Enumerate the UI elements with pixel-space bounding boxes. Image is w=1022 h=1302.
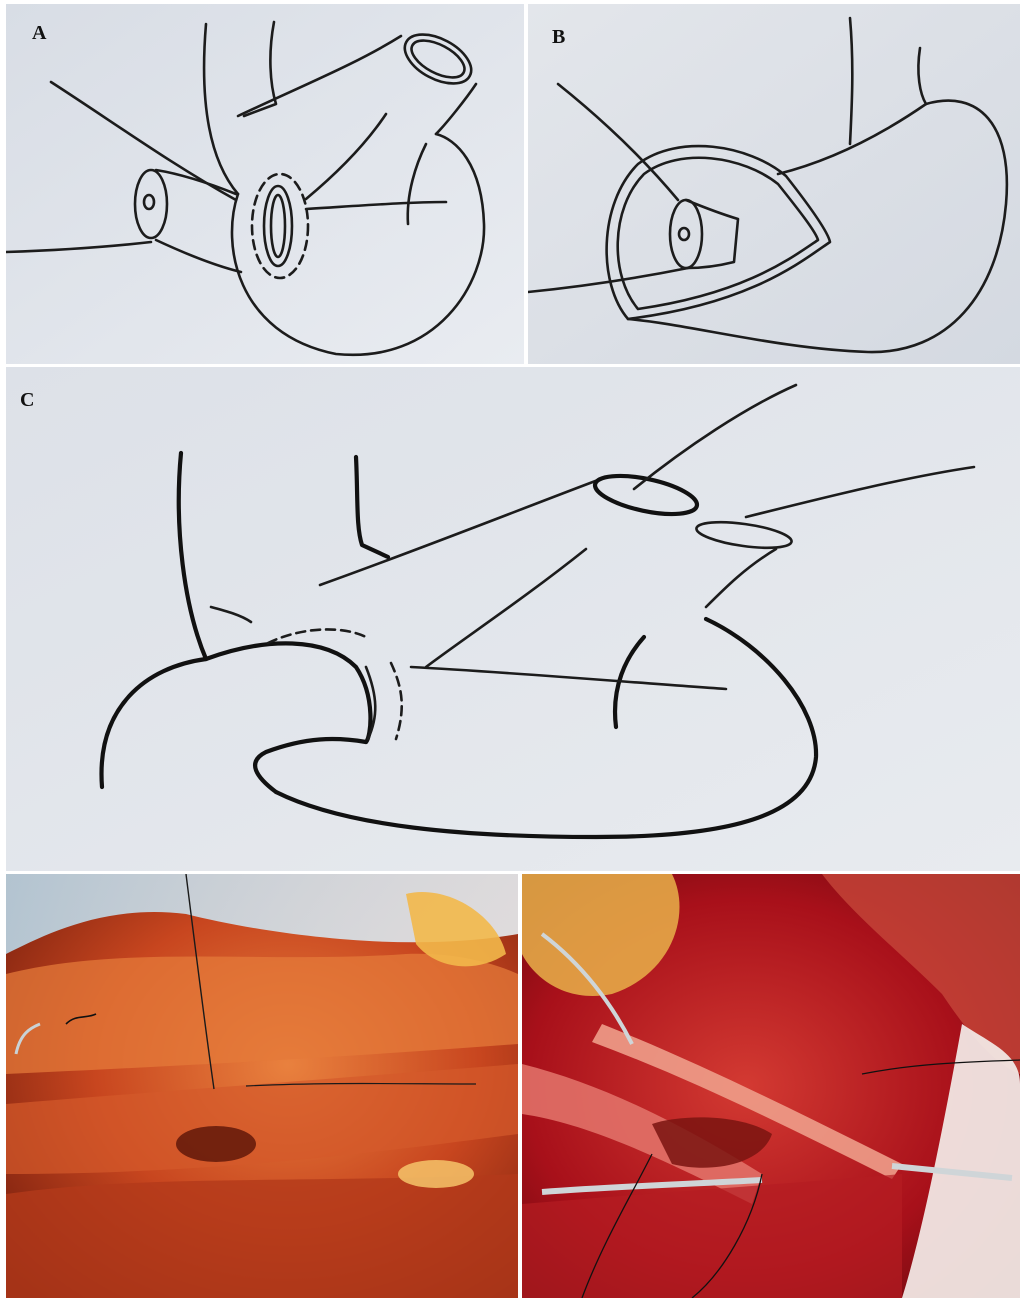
sketch-b-drawing	[528, 4, 1020, 364]
intraoperative-photo-right-image	[522, 874, 1020, 1298]
sketch-panel-a: A	[6, 4, 524, 364]
panel-label-a: A	[32, 22, 46, 45]
panel-label-c: C	[20, 389, 34, 412]
panel-label-b: B	[552, 26, 565, 49]
sketch-c-drawing	[6, 367, 1020, 871]
intraoperative-photo-left	[6, 874, 518, 1298]
sketch-a-drawing	[6, 4, 524, 364]
intraoperative-photo-left-image	[6, 874, 518, 1298]
sketch-panel-c: C	[6, 367, 1020, 871]
sketch-panel-b: B	[528, 4, 1020, 364]
intraoperative-photo-right	[522, 874, 1020, 1298]
